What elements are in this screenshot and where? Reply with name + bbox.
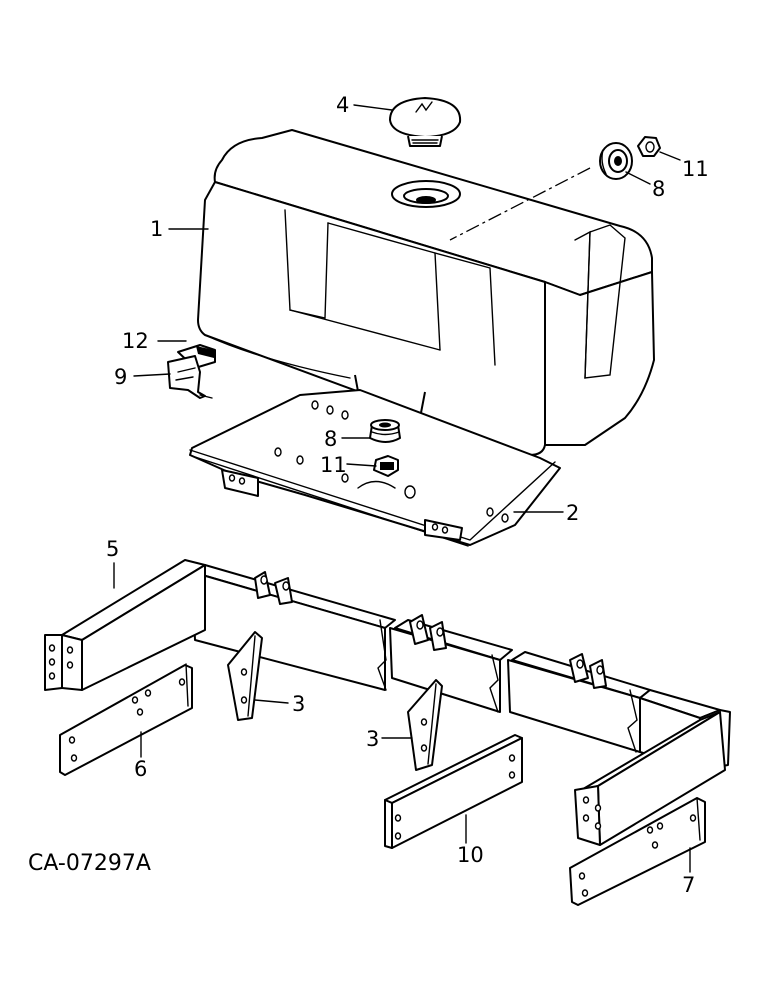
plate-10	[384, 734, 523, 849]
callout-11-lower: 11	[320, 453, 347, 477]
frame-rail-left	[191, 564, 396, 691]
drawing-code: CA-07297A	[28, 851, 151, 876]
nut-upper	[637, 136, 661, 157]
callout-10: 10	[457, 843, 484, 867]
gusset-right	[407, 679, 443, 771]
plate-7	[569, 797, 706, 906]
callout-9: 9	[114, 365, 127, 389]
grommet-lower	[369, 419, 401, 443]
grommet-upper	[599, 142, 633, 180]
gusset-left	[227, 631, 263, 721]
callout-3-left: 3	[292, 692, 305, 716]
strap-assembly	[167, 344, 216, 399]
callout-8-lower: 8	[324, 427, 337, 451]
callout-8-upper: 8	[652, 177, 665, 201]
plate-6	[59, 663, 193, 776]
callout-2: 2	[566, 501, 579, 525]
callout-11-upper: 11	[682, 157, 709, 181]
fuel-cap	[389, 97, 462, 147]
callout-labels: 1 4 8 11 12 9 8 11 2 5 3 3 6 10 7	[106, 93, 709, 897]
end-plate-left	[44, 559, 206, 691]
callout-12: 12	[122, 329, 149, 353]
fuel-tank	[197, 129, 655, 456]
callout-5: 5	[106, 537, 119, 561]
callout-4: 4	[336, 93, 349, 117]
callout-3-right: 3	[366, 727, 379, 751]
callout-1: 1	[150, 217, 163, 241]
frame-rail-middle	[389, 614, 513, 713]
frame-rail-right	[507, 651, 651, 753]
leader-lines	[113, 104, 691, 873]
end-plate-right	[574, 711, 726, 846]
nut-lower	[373, 455, 399, 477]
callout-7: 7	[682, 873, 695, 897]
callout-6: 6	[134, 757, 147, 781]
